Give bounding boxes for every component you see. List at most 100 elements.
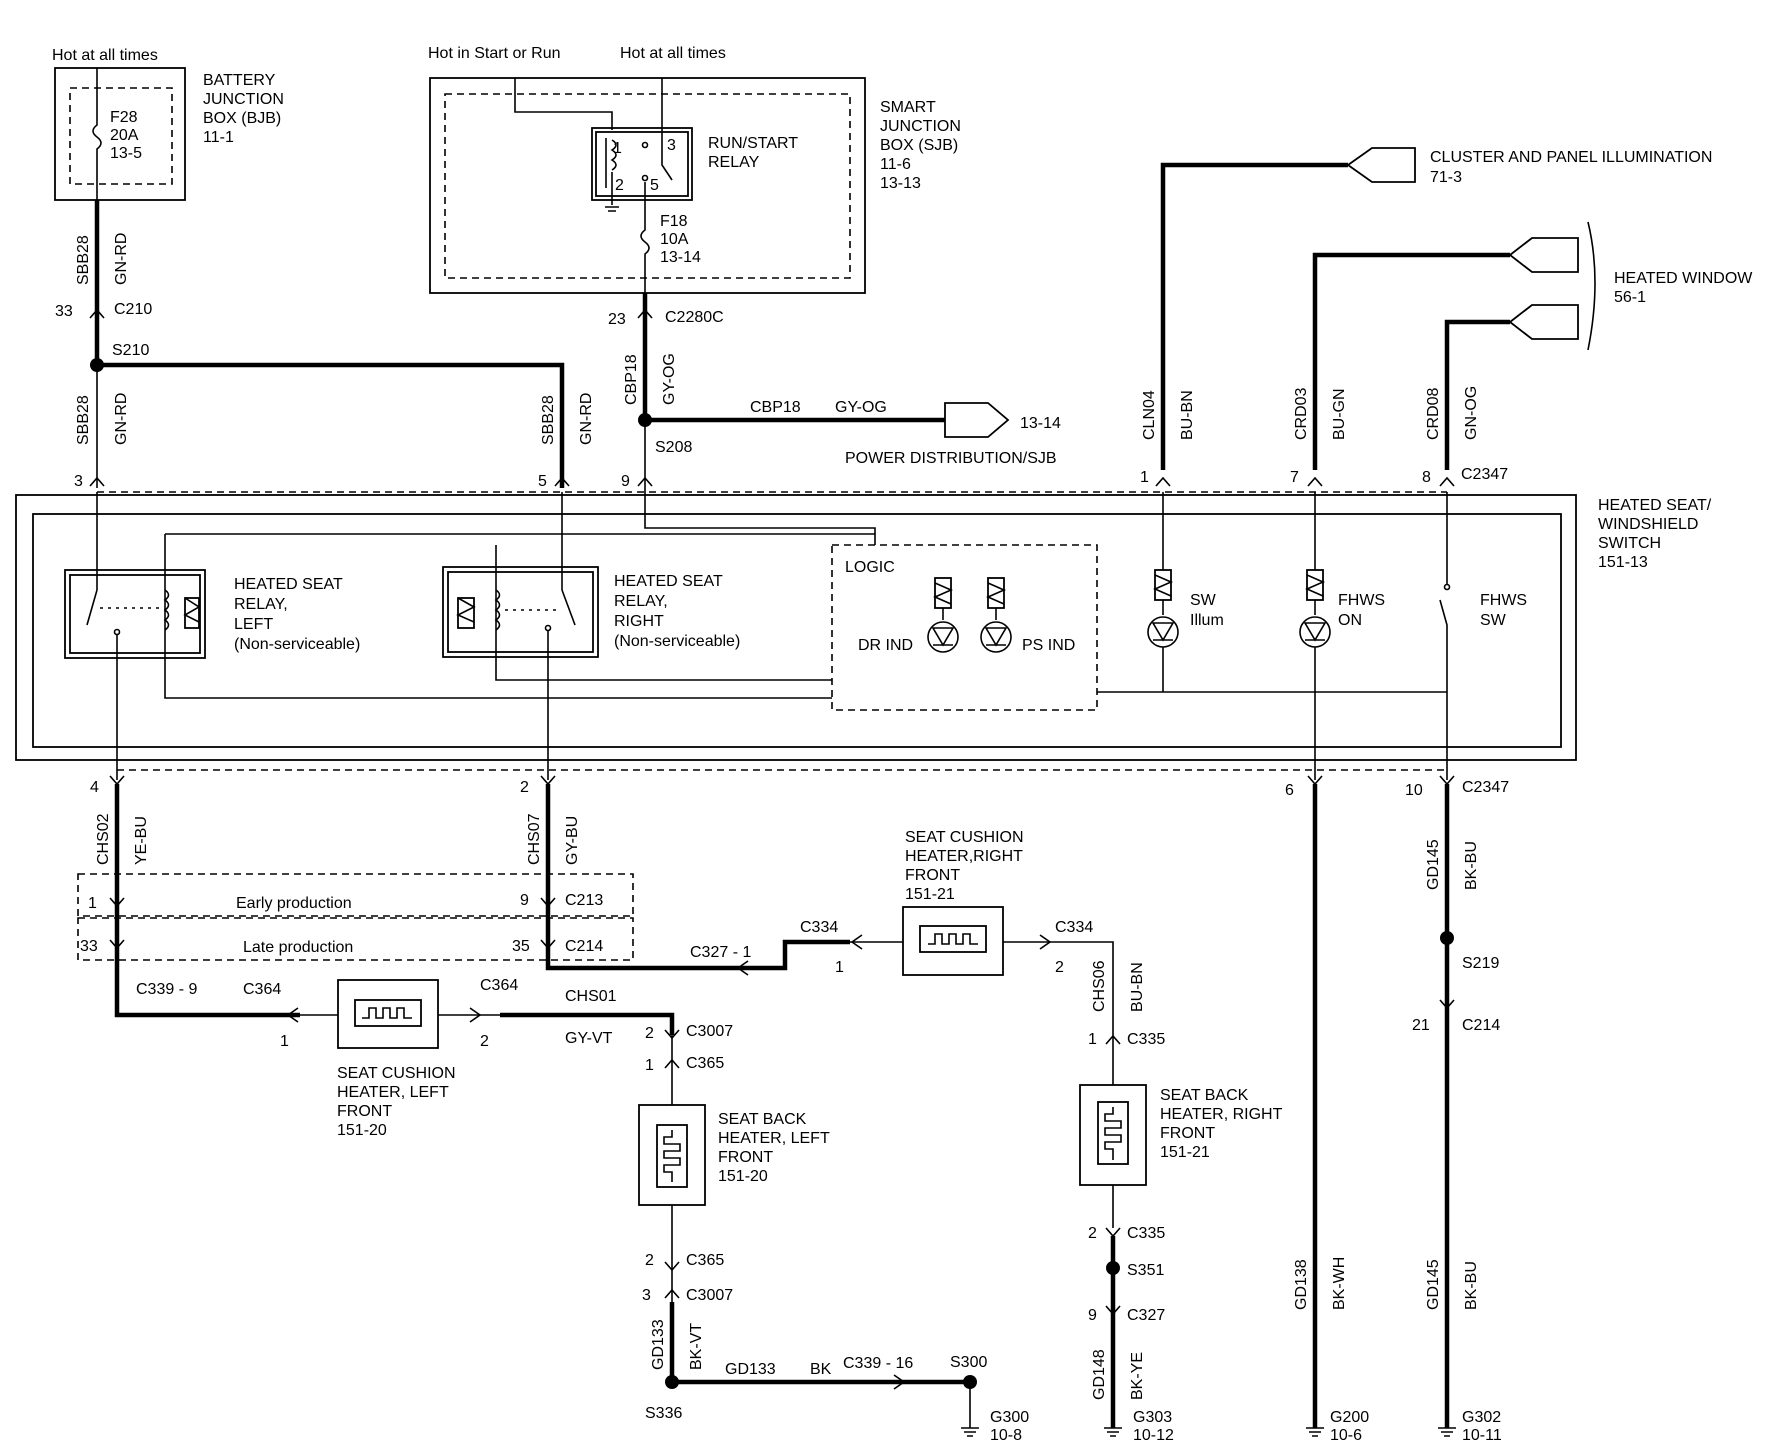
relay-left-label-2: RELAY, (234, 596, 288, 613)
seat-back-left-label-3: FRONT (718, 1149, 773, 1166)
bjb-hot-label: Hot at all times (52, 47, 158, 64)
connector-c214-right-label: C214 (1462, 1017, 1500, 1034)
ground-g303-label: G303 (1133, 1409, 1172, 1426)
wire-label-gybu: GY-BU (564, 816, 581, 865)
pin-8-top: 8 (1422, 469, 1431, 486)
splice-s336-label: S336 (645, 1405, 682, 1422)
wire-label-gnog: GN-OG (1463, 386, 1480, 440)
fhws-on-resistor-zigzag (1305, 574, 1325, 597)
c334-right-arrow (1039, 934, 1052, 950)
power-dist-connector (944, 402, 1010, 438)
seat-back-left-box (638, 1104, 706, 1206)
switch-module-title-4: 151-13 (1598, 554, 1648, 571)
connector-c335-top-label: C335 (1127, 1031, 1165, 1048)
cluster-illumination-label: CLUSTER AND PANEL ILLUMINATION (1430, 149, 1712, 166)
relay-ground-symbol (605, 206, 619, 212)
pin-33-c210: 33 (55, 303, 73, 320)
wire-label-gyog-1: GY-OG (661, 353, 678, 405)
sw-illum-label-1: SW (1190, 592, 1217, 609)
fuse-f28-label: F28 (110, 109, 138, 126)
early-production-label: Early production (236, 895, 352, 912)
dr-ind-led (927, 621, 959, 653)
relay-left-label-1: HEATED SEAT (234, 576, 343, 593)
pin-21-c214: 21 (1412, 1017, 1430, 1034)
wire-label-gyvt: GY-VT (565, 1030, 613, 1047)
c364-left-arrow (286, 1007, 299, 1023)
wire-label-gnrd-1: GN-RD (113, 233, 130, 285)
relay-left-resistor (184, 597, 200, 629)
connector-c335-bottom-label: C335 (1127, 1225, 1165, 1242)
seat-cushion-right-box (902, 906, 1004, 976)
c339-16-arrow (893, 1374, 906, 1390)
dr-ind-label: DR IND (858, 637, 913, 654)
relay-left-box (64, 569, 206, 659)
fhws-switch: FHWS SW (1439, 492, 1527, 780)
sw-illum-label-2: Illum (1190, 612, 1224, 629)
fuse-f28-symbol (92, 68, 102, 200)
wire-cbp18-to-logic (644, 420, 876, 545)
pin-1-c365: 1 (645, 1057, 654, 1074)
seat-cushion-left-element (354, 999, 422, 1027)
run-start-relay-label-1: RUN/START (708, 135, 798, 152)
pin-23-c2280c: 23 (608, 311, 626, 328)
switch-module-outline (15, 494, 1577, 761)
late-production-label: Late production (243, 939, 353, 956)
seat-cushion-left-label-4: 151-20 (337, 1122, 387, 1139)
relay-switch-arm (661, 130, 673, 181)
wire-label-bkbu-1: BK-BU (1463, 841, 1480, 890)
relay-right-resistor (457, 597, 475, 629)
wire-label-crd03: CRD03 (1293, 387, 1310, 440)
pin-9-c327: 9 (1088, 1307, 1097, 1324)
early-production-box (77, 873, 634, 917)
wire-label-chs01: CHS01 (565, 988, 617, 1005)
pin-arrow-3 (89, 476, 105, 487)
wire-label-bkbu-2: BK-BU (1463, 1261, 1480, 1310)
relay-pin-5: 5 (650, 177, 659, 194)
wire-label-gd148: GD148 (1091, 1349, 1108, 1400)
wire-run-feed (514, 78, 613, 130)
run-start-relay-box (591, 127, 693, 201)
wire-label-bubn-1: BU-BN (1179, 390, 1196, 440)
sjb-title-2: JUNCTION (880, 118, 961, 135)
pin-arrow-5 (554, 476, 570, 487)
sw-illum-resistor-zigzag (1153, 574, 1173, 597)
pin-1-c335: 1 (1088, 1031, 1097, 1048)
connector-c339-16-label: C339 - 16 (843, 1355, 913, 1372)
ps-ind-label: PS IND (1022, 637, 1075, 654)
splice-s351-label: S351 (1127, 1262, 1164, 1279)
sjb-outline (429, 77, 866, 294)
relay-right-label-2: RELAY, (614, 593, 668, 610)
power-dist-label: POWER DISTRIBUTION/SJB (845, 450, 1057, 467)
relay-left-label-3: LEFT (234, 616, 273, 633)
connector-c2347-bottom-label: C2347 (1462, 779, 1509, 796)
pin-arrow-9 (637, 476, 653, 487)
ground-g300-ref: 10-8 (990, 1427, 1022, 1444)
seat-back-right-element (1097, 1101, 1129, 1165)
ps-ind-resistor-zigzag (986, 582, 1006, 605)
ps-ind-diode (984, 627, 1008, 647)
pin-10-bottom: 10 (1405, 782, 1423, 799)
wire-left-coil-return (164, 648, 832, 699)
wire-label-bkwh: BK-WH (1331, 1257, 1348, 1310)
logic-outline (831, 544, 1098, 711)
pin-2-c364: 2 (480, 1033, 489, 1050)
pin-5-top: 5 (538, 473, 547, 490)
splice-s210-label: S210 (112, 342, 149, 359)
seat-cushion-left-heater-symbol (362, 1007, 412, 1019)
seat-cushion-right-label-3: FRONT (905, 867, 960, 884)
wire-cln04 (1160, 162, 1348, 470)
c364-right-arrow (469, 1007, 482, 1023)
sjb-title-4: 11-6 (880, 156, 911, 173)
connector-c327-label: C327 (1127, 1307, 1165, 1324)
ground-g303-symbol (1104, 1427, 1122, 1437)
sw-illum: SW Illum (1147, 492, 1224, 692)
fhws-sw-contact (1443, 583, 1451, 591)
heated-window-ref: 56-1 (1614, 289, 1646, 306)
c214-right-arrow (1439, 999, 1455, 1010)
seat-cushion-left-label-3: FRONT (337, 1103, 392, 1120)
wire-crd03 (1312, 252, 1510, 470)
relay-contact-5 (641, 174, 649, 182)
wire-label-chs06: CHS06 (1091, 960, 1108, 1012)
wire-label-bkye: BK-YE (1129, 1352, 1146, 1400)
